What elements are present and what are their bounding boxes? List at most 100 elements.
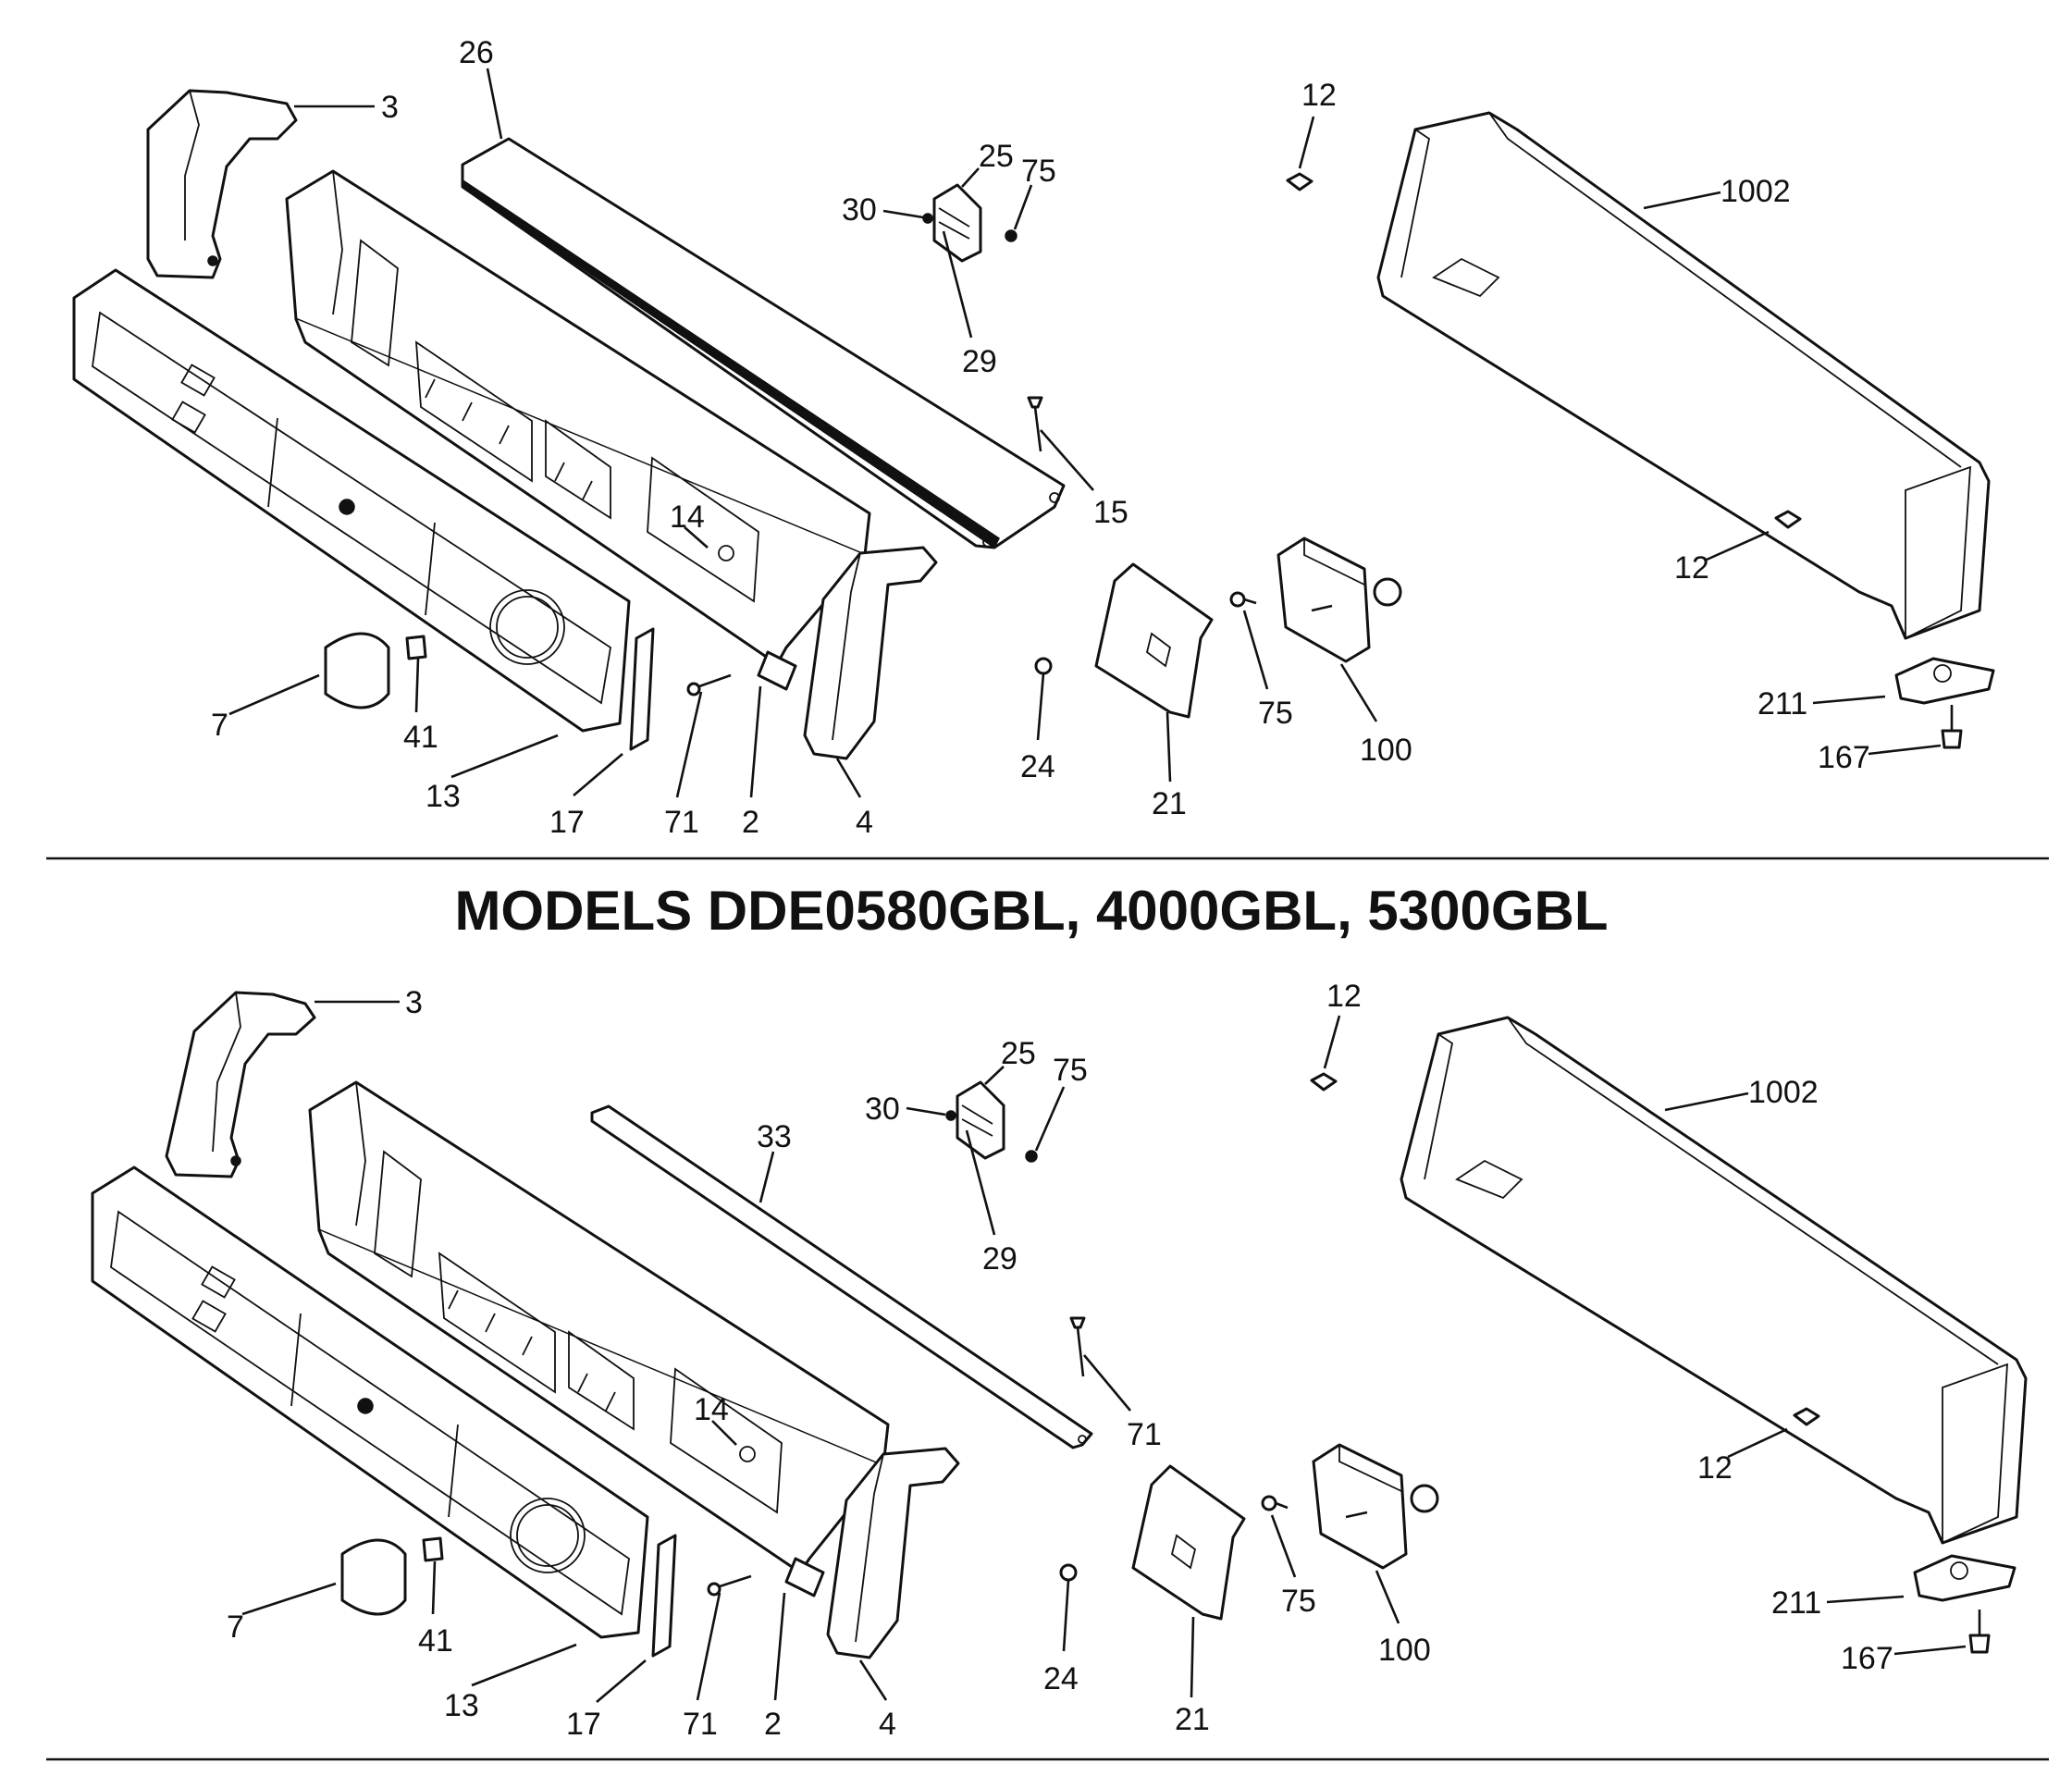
leader-15 xyxy=(1040,429,1094,491)
label-167: 167 xyxy=(1818,740,1870,775)
leader-75-top xyxy=(1013,184,1033,230)
leader-24 xyxy=(1062,1579,1070,1652)
leader-29 xyxy=(965,1129,996,1236)
label-17: 17 xyxy=(549,805,585,840)
part-1002-backsplash-housing xyxy=(1400,1016,2028,1545)
leader-4 xyxy=(835,758,862,798)
part-25-switch xyxy=(932,183,982,263)
part-71-screw xyxy=(686,673,732,697)
part-167-screw xyxy=(1941,705,1963,749)
part-24-screw xyxy=(1034,657,1053,675)
label-100: 100 xyxy=(1360,733,1412,768)
leader-25 xyxy=(961,167,980,188)
part-21-timer-bracket xyxy=(1131,1464,1246,1621)
label-2: 2 xyxy=(764,1707,782,1742)
leader-21 xyxy=(1166,711,1172,783)
label-4: 4 xyxy=(879,1707,896,1742)
part-7-knob xyxy=(324,632,390,709)
label-14: 14 xyxy=(694,1392,729,1427)
leader-17 xyxy=(573,753,623,796)
label-100: 100 xyxy=(1378,1633,1431,1668)
label-41: 41 xyxy=(418,1623,453,1659)
bottom-panel: 3 14 xyxy=(91,979,2028,1742)
part-41-bushing xyxy=(405,635,427,660)
leader-14 xyxy=(684,526,709,549)
label-25: 25 xyxy=(979,139,1014,174)
part-167-screw xyxy=(1968,1610,1991,1654)
label-33: 33 xyxy=(757,1119,792,1154)
label-167: 167 xyxy=(1841,1641,1893,1676)
part-30-rivet xyxy=(922,213,933,224)
label-24: 24 xyxy=(1020,749,1055,784)
label-1002-top: 1002 xyxy=(1720,174,1791,209)
part-15-screw-long xyxy=(1027,396,1043,452)
part-25-switch xyxy=(956,1080,1005,1160)
leader-75-timer xyxy=(1242,610,1269,690)
part-1002-backsplash-housing xyxy=(1376,111,1991,640)
leader-100 xyxy=(1339,663,1378,722)
part-75-screw-timer xyxy=(1229,591,1257,608)
part-21-timer-bracket xyxy=(1094,562,1214,719)
label-1002-bottom: 1002 xyxy=(1748,1075,1819,1110)
leader-12-bottom xyxy=(1727,1427,1788,1459)
label-75-top: 75 xyxy=(1021,154,1056,189)
leader-12-top xyxy=(1323,1015,1341,1069)
leader-2 xyxy=(749,685,762,798)
label-71: 71 xyxy=(683,1707,718,1742)
part-41-bushing xyxy=(422,1536,444,1562)
part-4-end-cap-right xyxy=(803,546,938,760)
leader-2 xyxy=(773,1592,786,1701)
leader-7 xyxy=(228,673,320,716)
label-29: 29 xyxy=(982,1241,1018,1276)
label-21: 21 xyxy=(1175,1702,1210,1737)
leader-33 xyxy=(758,1151,775,1203)
label-41: 41 xyxy=(403,720,438,755)
leader-21 xyxy=(1190,1616,1195,1698)
part-71-screw xyxy=(707,1574,752,1597)
part-4-end-cap-right xyxy=(826,1447,960,1659)
leader-30 xyxy=(906,1106,946,1116)
leader-75-timer xyxy=(1270,1514,1297,1578)
label-13: 13 xyxy=(444,1688,479,1723)
label-12-bottom: 12 xyxy=(1697,1450,1733,1486)
leader-71-long xyxy=(1083,1354,1131,1412)
label-12-bottom: 12 xyxy=(1674,550,1709,586)
part-12-clip-bottom xyxy=(1793,1407,1820,1426)
label-30: 30 xyxy=(842,192,877,228)
top-panel: 3 14 xyxy=(72,35,1995,840)
label-2: 2 xyxy=(742,805,759,840)
label-21: 21 xyxy=(1152,786,1187,821)
part-3-end-cap-left xyxy=(146,89,298,279)
leader-1002-bottom xyxy=(1664,1092,1749,1112)
leader-26 xyxy=(486,68,503,140)
leader-75-top xyxy=(1034,1086,1066,1152)
label-211: 211 xyxy=(1771,1585,1821,1621)
part-2-rail xyxy=(784,1557,825,1597)
leader-211 xyxy=(1826,1595,1905,1604)
part-75-screw-switch xyxy=(1025,1150,1038,1163)
leader-12-top xyxy=(1298,116,1315,169)
leader-41 xyxy=(431,1560,437,1615)
label-7: 7 xyxy=(227,1610,244,1645)
part-71-screw-long xyxy=(1069,1316,1086,1377)
leader-29 xyxy=(942,230,973,339)
leader-30 xyxy=(882,209,924,219)
part-100-timer xyxy=(1312,1443,1439,1570)
leader-13 xyxy=(450,734,559,779)
part-13-control-panel-face xyxy=(72,268,631,733)
label-30: 30 xyxy=(865,1092,900,1127)
label-12-top: 12 xyxy=(1301,78,1337,113)
label-15: 15 xyxy=(1093,495,1128,530)
leader-7 xyxy=(241,1582,337,1616)
label-14: 14 xyxy=(670,500,705,535)
part-control-panel-frame xyxy=(285,169,871,666)
label-4: 4 xyxy=(856,805,873,840)
leader-71 xyxy=(696,1592,722,1701)
label-24: 24 xyxy=(1043,1661,1079,1696)
label-211: 211 xyxy=(1758,686,1807,722)
part-33-top-rail xyxy=(590,1104,1093,1449)
models-caption: MODELS DDE0580GBL, 4000GBL, 5300GBL xyxy=(454,880,1608,942)
label-17: 17 xyxy=(566,1707,601,1742)
leader-4 xyxy=(858,1659,888,1701)
